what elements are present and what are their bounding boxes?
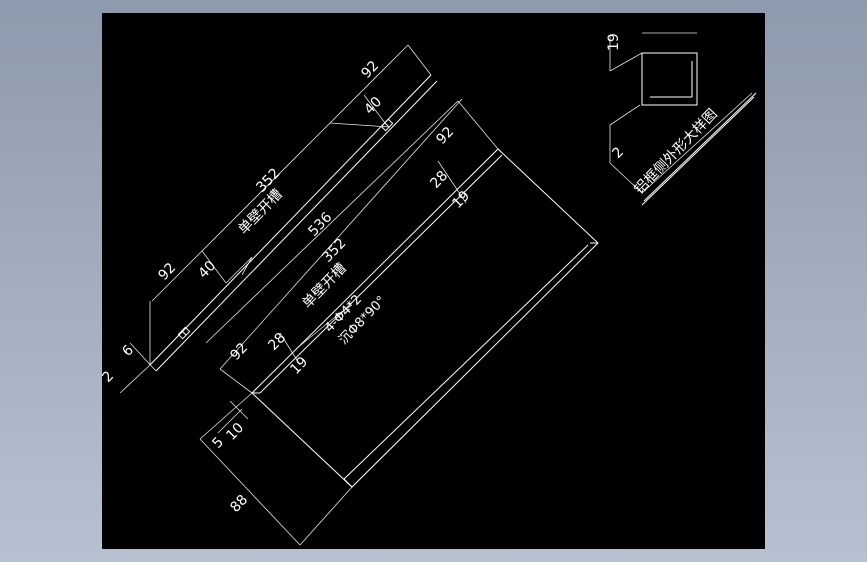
top-profile xyxy=(149,74,438,372)
dim-bottom-10: 10 xyxy=(223,420,247,444)
detail-texts: 19 2 铝框侧外形大样图 xyxy=(606,33,721,198)
dim-mid-28-left: 28 xyxy=(265,330,289,354)
detail-dim-19: 19 xyxy=(606,33,622,51)
panel-outline xyxy=(251,148,599,488)
dim-mid-19-right: 19 xyxy=(449,188,473,212)
dim-mid-352: 352 xyxy=(319,235,349,265)
dim-mid-92-left: 92 xyxy=(227,340,251,364)
dim-top-40-a: 40 xyxy=(361,94,385,118)
detail-dim-2: 2 xyxy=(609,144,627,162)
cad-drawing-canvas[interactable]: 92 40 352 单壁开槽 92 40 6 2 92 536 352 单壁开槽… xyxy=(102,13,765,549)
dim-bottom-5: 5 xyxy=(209,434,227,452)
profile-detail xyxy=(609,32,757,206)
dim-mid-536: 536 xyxy=(305,209,335,239)
dim-bottom-88: 88 xyxy=(227,492,251,516)
top-dimensions xyxy=(119,44,432,394)
cad-drawing: 92 40 352 单壁开槽 92 40 6 2 92 536 352 单壁开槽… xyxy=(102,32,757,546)
dim-top-40-b: 40 xyxy=(195,258,219,282)
dim-mid-19-left: 19 xyxy=(287,354,311,378)
dim-top-right-92: 92 xyxy=(358,58,382,82)
detail-title: 铝框侧外形大样图 xyxy=(631,106,720,198)
label-top-groove: 单壁开槽 xyxy=(235,186,285,237)
dim-left-2: 2 xyxy=(102,368,117,386)
dim-left-6: 6 xyxy=(119,342,137,360)
panel-dimensions xyxy=(199,98,499,546)
panel-dimension-texts: 92 536 352 单壁开槽 28 19 92 28 19 4-Φ4*2 沉Φ… xyxy=(209,124,473,516)
dim-mid-28-right: 28 xyxy=(427,168,451,192)
dim-top-92-left: 92 xyxy=(155,260,179,284)
